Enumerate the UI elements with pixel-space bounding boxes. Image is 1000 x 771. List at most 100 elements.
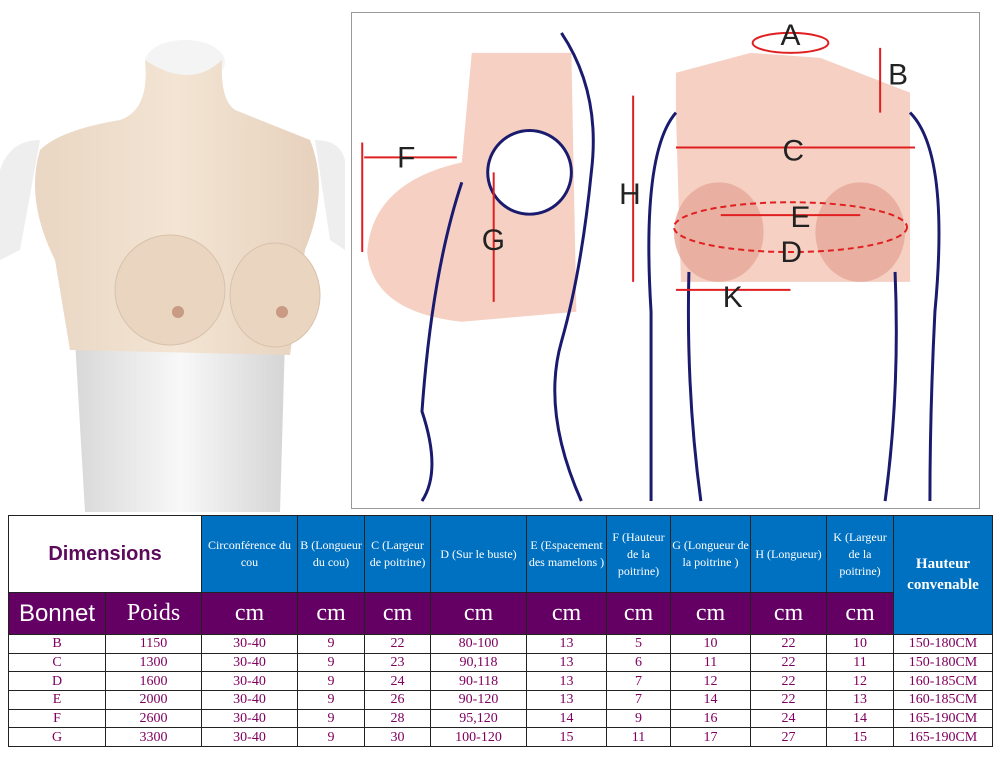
table-cell: 80-100 — [430, 634, 528, 654]
table-cell: B — [8, 634, 106, 654]
table-cell: 9 — [297, 708, 366, 729]
table-cell: 9 — [297, 652, 366, 673]
product-photo — [0, 40, 345, 512]
table-cell: 160-185CM — [893, 671, 994, 692]
unit-cell: cm — [750, 592, 828, 635]
column-header: Circonférence du cou — [201, 515, 299, 593]
table-cell: 3300 — [104, 727, 203, 748]
bonnet-header: Bonnet — [8, 592, 106, 635]
table-cell: 22 — [750, 634, 828, 654]
table-cell: 12 — [670, 671, 752, 692]
table-cell: 15 — [826, 727, 895, 748]
column-header: H (Longueur) — [750, 515, 828, 593]
label-a: A — [781, 19, 801, 52]
unit-cell: cm — [201, 592, 299, 635]
table-cell: 95,120 — [430, 708, 528, 729]
table-cell: 6 — [606, 652, 672, 673]
table-cell: 1300 — [104, 652, 203, 673]
table-cell: 22 — [750, 671, 828, 692]
table-cell: 165-190CM — [893, 708, 994, 729]
table-cell: 22 — [364, 634, 432, 654]
column-header: F (Hauteur de la poitrine) — [606, 515, 672, 593]
table-cell: 2000 — [104, 690, 203, 710]
table-cell: 30-40 — [201, 708, 299, 729]
table-cell: 11 — [826, 652, 895, 673]
table-cell: 12 — [826, 671, 895, 692]
label-d: D — [781, 236, 803, 269]
poids-header: Poids — [104, 592, 203, 635]
table-cell: 90-120 — [430, 690, 528, 710]
table-cell: E — [8, 690, 106, 710]
table-cell: 90-118 — [430, 671, 528, 692]
table-cell: 150-180CM — [893, 634, 994, 654]
measurement-diagram: A B C D E F G H K — [351, 12, 980, 509]
table-title: Dimensions — [7, 515, 203, 593]
table-cell: 30-40 — [201, 671, 299, 692]
table-cell: 10 — [826, 634, 895, 654]
table-cell: 13 — [826, 690, 895, 710]
table-cell: C — [8, 652, 106, 673]
table-cell: 24 — [364, 671, 432, 692]
table-cell: 7 — [606, 671, 672, 692]
table-cell: 13 — [526, 634, 608, 654]
table-cell: 13 — [526, 671, 608, 692]
table-cell: 9 — [297, 727, 366, 748]
label-b: B — [888, 59, 908, 92]
table-cell: 1600 — [104, 671, 203, 692]
table-cell: 15 — [526, 727, 608, 748]
table-cell: 23 — [364, 652, 432, 673]
table-cell: 11 — [606, 727, 672, 748]
table-cell: D — [8, 671, 106, 692]
table-cell: F — [8, 708, 106, 729]
table-cell: 9 — [297, 634, 366, 654]
unit-cell: cm — [670, 592, 752, 635]
label-h: H — [619, 178, 641, 211]
table-cell: 30-40 — [201, 727, 299, 748]
label-c: C — [783, 134, 805, 167]
table-cell: 22 — [750, 652, 828, 673]
table-cell: 165-190CM — [893, 727, 994, 748]
table-cell: 9 — [297, 671, 366, 692]
hauteur-convenable-header: Hauteur convenable — [893, 515, 994, 635]
table-cell: 11 — [670, 652, 752, 673]
column-header: D (Sur le buste) — [430, 515, 528, 593]
table-cell: 9 — [297, 690, 366, 710]
table-cell: 22 — [750, 690, 828, 710]
table-cell: 13 — [526, 652, 608, 673]
unit-cell: cm — [430, 592, 528, 635]
unit-cell: cm — [606, 592, 672, 635]
unit-cell: cm — [826, 592, 895, 635]
column-header: E (Espacement des mamelons ) — [526, 515, 608, 593]
unit-cell: cm — [297, 592, 366, 635]
table-cell: 17 — [670, 727, 752, 748]
table-cell: 30 — [364, 727, 432, 748]
table-cell: 2600 — [104, 708, 203, 729]
label-e: E — [790, 201, 810, 234]
table-cell: 9 — [606, 708, 672, 729]
table-cell: 26 — [364, 690, 432, 710]
label-f: F — [397, 141, 415, 174]
table-cell: 27 — [750, 727, 828, 748]
table-cell: 90,118 — [430, 652, 528, 673]
table-cell: 1150 — [104, 634, 203, 654]
table-cell: 13 — [526, 690, 608, 710]
table-cell: 28 — [364, 708, 432, 729]
label-k: K — [723, 281, 743, 314]
table-cell: 14 — [526, 708, 608, 729]
table-cell: 16 — [670, 708, 752, 729]
table-cell: 30-40 — [201, 690, 299, 710]
table-cell: 14 — [826, 708, 895, 729]
table-cell: G — [8, 727, 106, 748]
table-cell: 100-120 — [430, 727, 528, 748]
column-header: G (Longueur de la poitrine ) — [670, 515, 752, 593]
column-header: K (Largeur de la poitrine) — [826, 515, 895, 593]
table-cell: 30-40 — [201, 652, 299, 673]
table-cell: 7 — [606, 690, 672, 710]
